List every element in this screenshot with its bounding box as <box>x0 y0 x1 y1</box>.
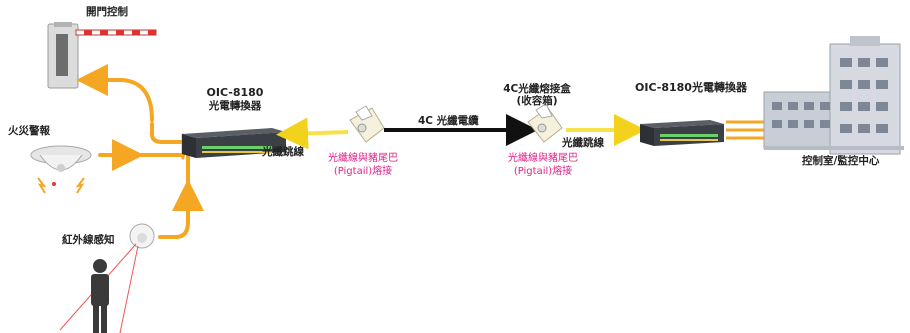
patch-right-label: 光纖跳線 <box>562 137 604 149</box>
control-center-label: 控制室/監控中心 <box>802 155 880 167</box>
splice-right-label-1: 光纖線與豬尾巴 <box>508 153 578 164</box>
left-converter-box <box>182 128 286 158</box>
person-icon <box>59 243 139 333</box>
building-links <box>726 120 770 140</box>
ir-sensor-icon <box>129 223 155 249</box>
splice-box-label-1: 4C光纖熔接盒 <box>503 83 571 95</box>
splice-left-icon <box>349 105 385 143</box>
patch-left-label: 光纖跳線 <box>262 146 304 158</box>
ir-sensor-label: 紅外線感知 <box>62 234 115 246</box>
splice-box-icon <box>527 103 563 143</box>
fire-alarm-label: 火災警報 <box>8 125 50 137</box>
fire-alarm-icon <box>30 145 92 194</box>
cable-label: 4C 光纖電纜 <box>418 115 479 127</box>
splice-left-label-2: (Pigtail)熔接 <box>333 166 393 177</box>
right-converter-label: OIC-8180光電轉換器 <box>635 81 747 94</box>
patch-cord-left <box>276 117 349 150</box>
splice-left-label-1: 光纖線與豬尾巴 <box>328 153 398 164</box>
right-converter-box <box>640 120 724 146</box>
gate-barrier-icon <box>47 22 157 89</box>
splice-right-label-2: (Pigtail)熔接 <box>513 166 573 177</box>
building-icon <box>763 36 904 155</box>
splice-box-label-2: (收容箱) <box>516 95 558 107</box>
sensor-signal-lines <box>76 64 204 239</box>
left-converter-model: OIC-8180 <box>206 86 264 99</box>
gate-label: 開門控制 <box>86 6 128 18</box>
left-converter-name: 光電轉換器 <box>208 100 262 112</box>
